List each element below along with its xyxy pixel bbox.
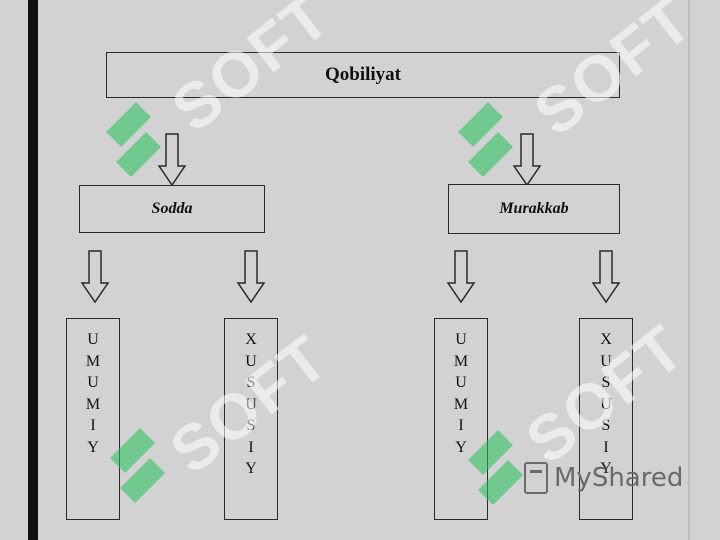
arrow-root-to-sodda [157,133,187,187]
leaf-letter: Y [600,460,612,477]
branch-node-sodda: Sodda [79,185,265,233]
slide-right-border [688,0,690,540]
leaf-letter: M [85,352,101,370]
leaf-letter: M [85,395,101,413]
watermark-mark-2 [458,102,513,177]
slide-left-border [28,0,38,540]
leaf-letter: U [87,331,99,348]
leaf-letter: S [601,417,611,434]
leaf-letter: I [90,417,96,434]
leaf-letter: U [455,374,467,391]
leaf-letter: I [248,438,254,456]
leaf-letter: X [600,331,612,348]
branch-label-murakkab: Murakkab [499,200,569,217]
watermark-text-2: SOFT [520,0,706,150]
arrow-murakkab-to-umumiy [446,250,476,304]
arrow-root-to-murakkab [512,133,542,187]
leaf-letter: S [601,374,611,391]
leaf-letter: X [245,331,257,348]
leaf-letter: U [600,352,612,370]
leaf-letter: U [245,395,257,413]
presentation-icon [524,462,548,494]
branch-label-sodda: Sodda [151,200,193,217]
leaf-letter: U [600,395,612,413]
leaf-letter: U [245,352,257,370]
leaf-letter: M [453,352,469,370]
root-node-label: Qobiliyat [324,64,401,85]
watermark-mark-1 [106,102,161,177]
leaf-node-murakkab-xususiy: X U S U S I Y [579,318,633,520]
leaf-letter: U [455,331,467,348]
leaf-letter: M [453,395,469,413]
leaf-letter: Y [87,438,99,456]
leaf-node-murakkab-umumiy: U M U M I Y [434,318,488,520]
root-node: Qobiliyat [106,52,620,98]
leaf-letter: Y [245,460,257,477]
arrow-sodda-to-umumiy [80,250,110,304]
myshared-logo: MyShared [524,462,683,494]
leaf-node-sodda-xususiy: X U S U S I Y [224,318,278,520]
leaf-letter: Y [455,438,467,456]
leaf-letter: U [87,374,99,391]
watermark-mark-4 [468,430,523,505]
watermark-mark-3 [110,428,165,503]
leaf-node-sodda-umumiy: U M U M I Y [66,318,120,520]
branch-node-murakkab: Murakkab [448,184,620,234]
myshared-logo-text: MyShared [554,463,684,493]
leaf-letter: S [246,417,256,434]
leaf-letter: I [458,417,464,434]
arrow-murakkab-to-xususiy [591,250,621,304]
arrow-sodda-to-xususiy [236,250,266,304]
leaf-letter: S [246,374,256,391]
leaf-letter: I [603,438,609,456]
